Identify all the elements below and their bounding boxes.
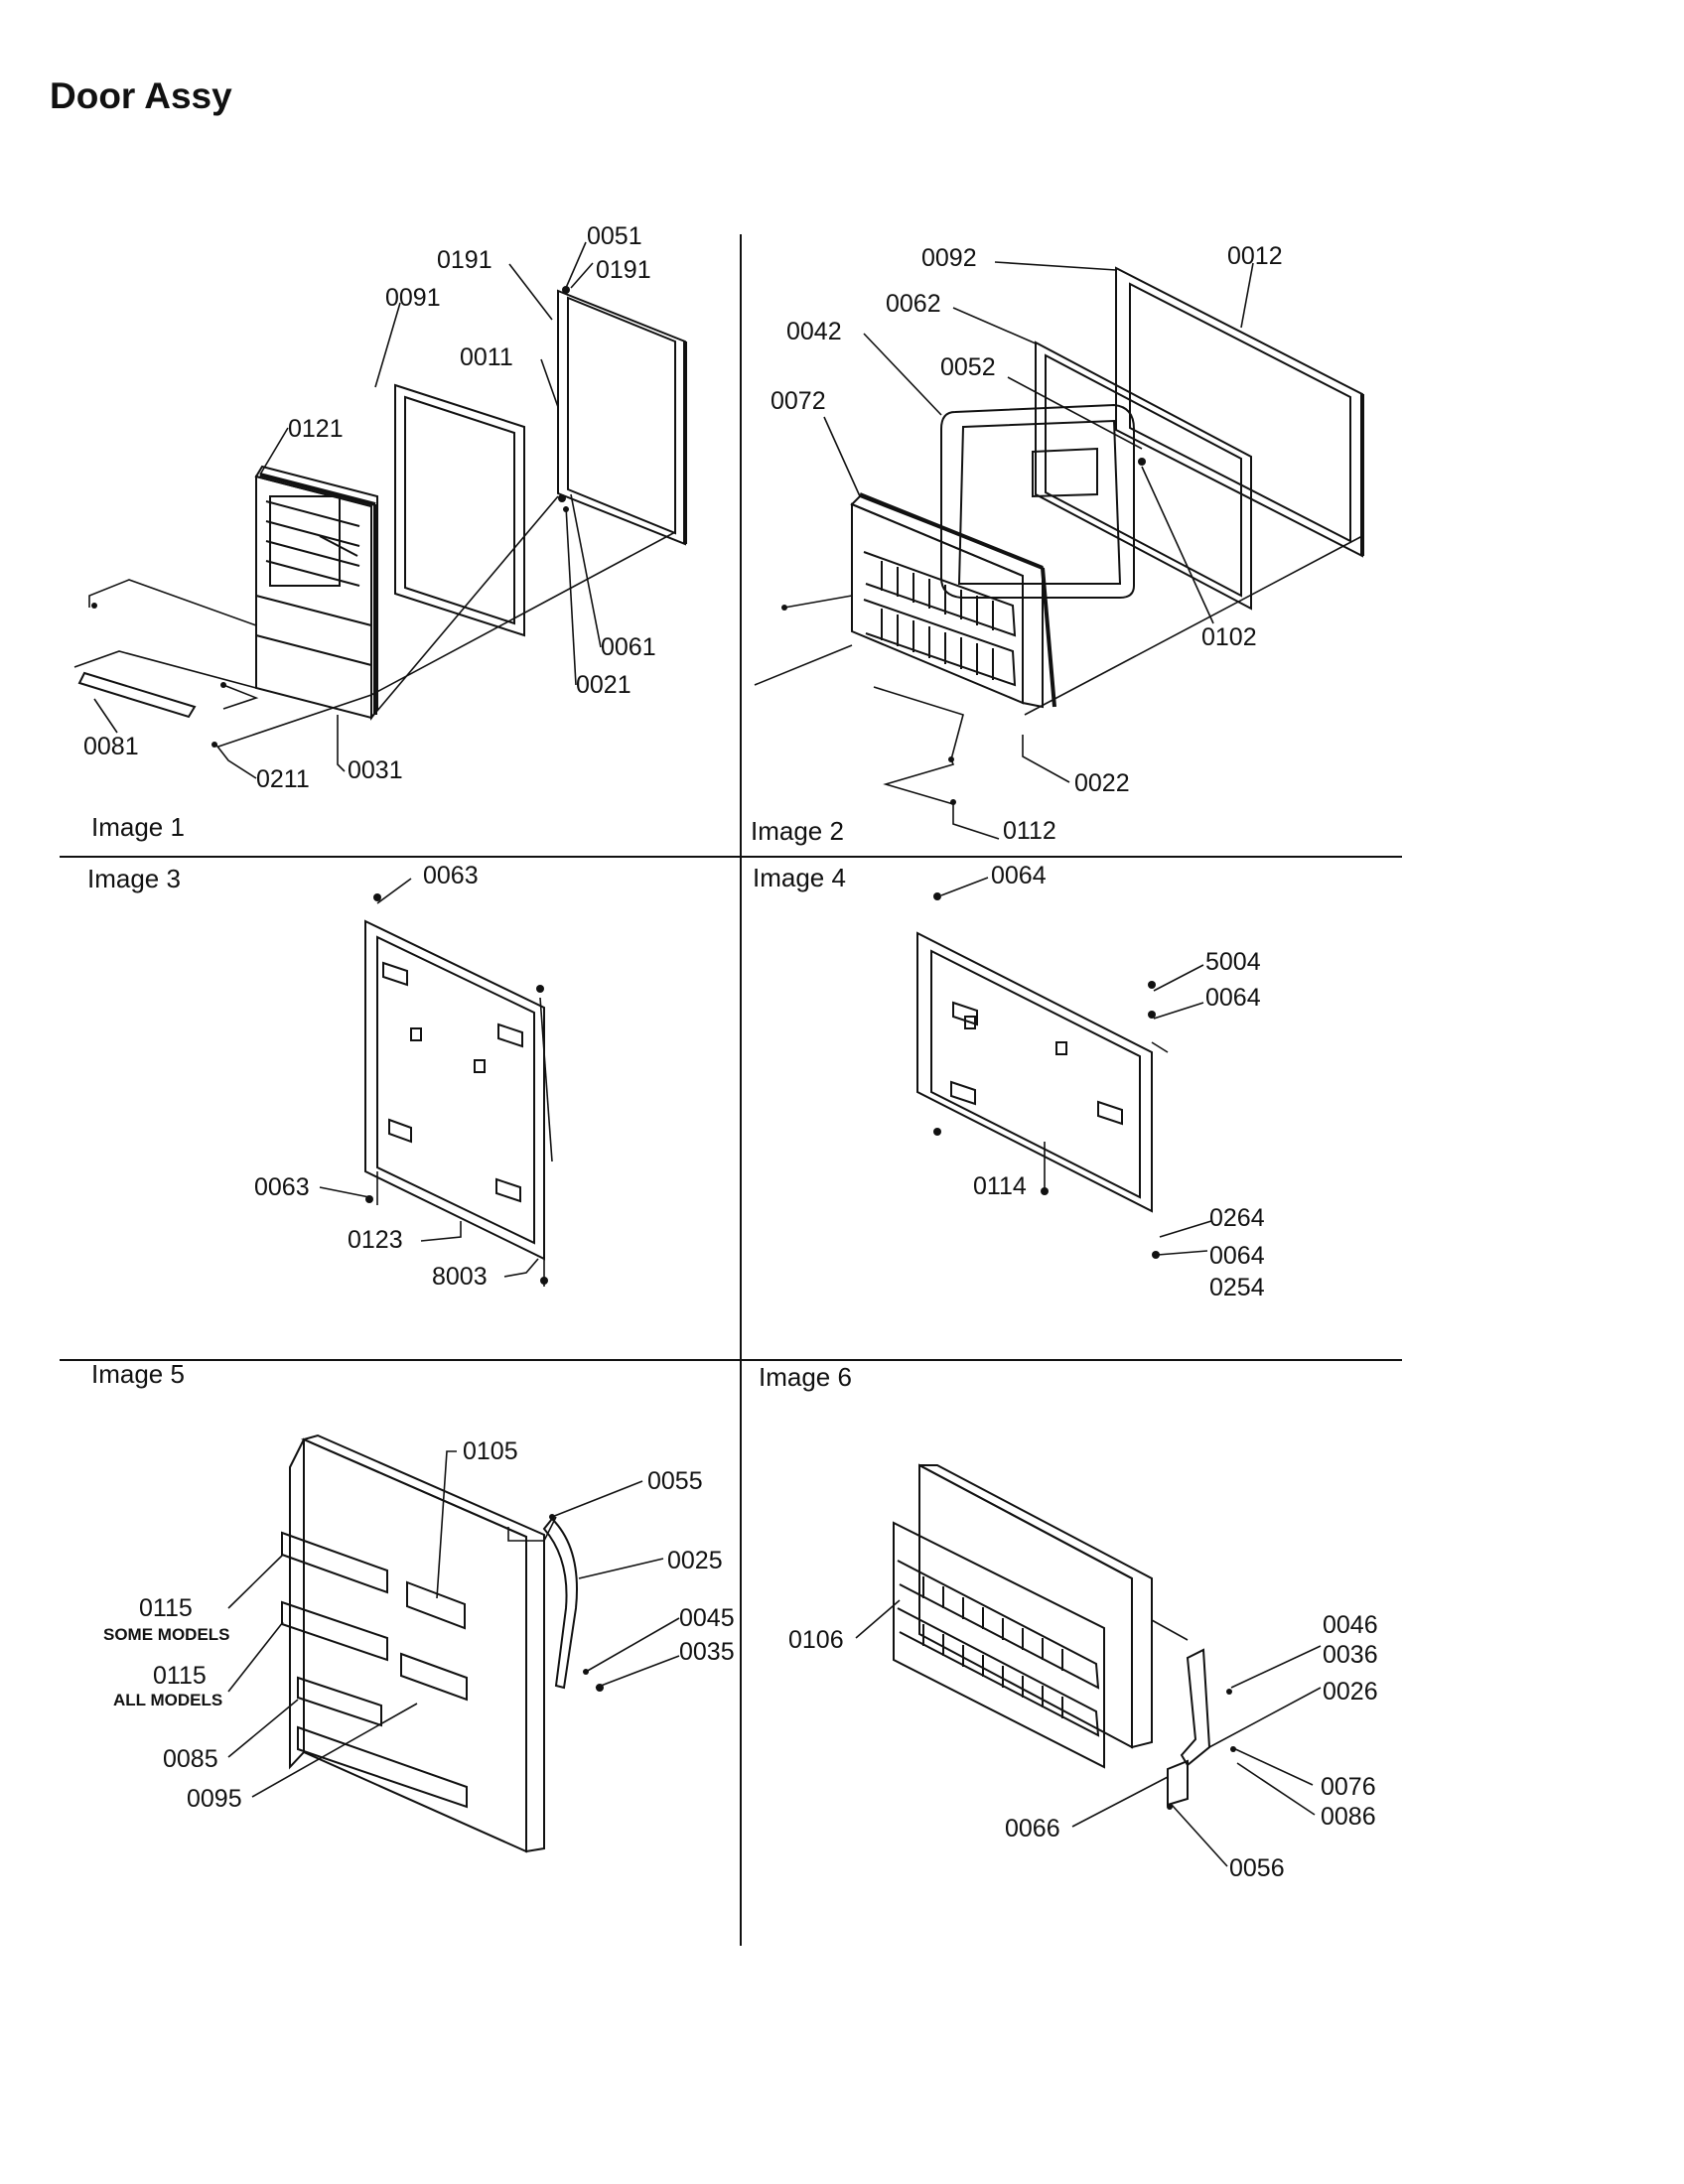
breaker-strip <box>940 403 1135 599</box>
image-caption: Image 3 <box>87 864 181 893</box>
door-panel <box>557 289 686 546</box>
freezer-door-frame <box>916 931 1153 1213</box>
part-label: 0063 <box>254 1173 310 1201</box>
part-label: 5004 <box>1205 948 1261 976</box>
part-label: 0072 <box>771 387 826 415</box>
part-label: 8003 <box>432 1263 488 1291</box>
part-label: 0051 <box>587 222 642 250</box>
part-label: 0022 <box>1074 769 1130 797</box>
part-label: 0064 <box>991 862 1047 889</box>
part-label: 0055 <box>647 1467 703 1495</box>
part-label: 0052 <box>940 353 996 381</box>
part-label: 0086 <box>1321 1803 1376 1831</box>
image-caption: Image 4 <box>753 863 846 892</box>
freezer-gasket <box>1035 341 1252 611</box>
part-label: 0064 <box>1205 984 1261 1012</box>
freezer-handle <box>1180 1648 1211 1767</box>
part-label: 0063 <box>423 862 479 889</box>
part-label: 0191 <box>437 246 492 274</box>
assembled-freezer-door <box>918 1463 1133 1749</box>
part-label: 0091 <box>385 284 441 312</box>
part-label: 0066 <box>1005 1815 1060 1843</box>
part-label: 0062 <box>886 290 941 318</box>
image-6-freezer-door-assembly: 0046 0036 0026 0106 0076 0086 0066 0056 … <box>759 1362 1378 1882</box>
part-label: 0064 <box>1209 1242 1265 1270</box>
part-label: 0105 <box>463 1437 518 1465</box>
part-label: 0056 <box>1229 1854 1285 1882</box>
part-label: 0114 <box>973 1172 1027 1200</box>
part-label: 0046 <box>1323 1611 1378 1639</box>
part-label: 0254 <box>1209 1274 1265 1301</box>
part-label: 0021 <box>576 671 632 699</box>
part-label: 0011 <box>460 343 513 371</box>
part-label: 0026 <box>1323 1678 1378 1706</box>
part-label: 0112 <box>1003 817 1056 845</box>
page-title: Door Assy <box>50 75 232 116</box>
image-4-freezer-door-frame: 0064 5004 0064 0114 0264 0064 0254 Image… <box>753 862 1265 1301</box>
part-label: 0081 <box>83 733 139 760</box>
part-label: 0076 <box>1321 1773 1376 1801</box>
part-label: 0115 <box>139 1594 193 1622</box>
part-label: 0031 <box>348 756 403 784</box>
part-label: 0264 <box>1209 1204 1265 1232</box>
part-label: 0121 <box>288 415 344 443</box>
image-1-fresh-food-door-parts: 0191 0051 0191 0091 0011 0121 0061 0021 … <box>73 222 687 842</box>
part-label: 0012 <box>1227 242 1283 270</box>
part-label: 0102 <box>1201 623 1257 651</box>
part-label: 0042 <box>786 318 842 345</box>
image-2-freezer-door-parts: 0092 0012 0062 0042 0052 0072 0102 0022 … <box>751 242 1364 846</box>
part-label: 0061 <box>601 633 656 661</box>
image-caption: Image 1 <box>91 812 185 842</box>
image-3-door-frame: 0063 0063 0123 8003 Image 3 <box>87 862 553 1291</box>
door-liner <box>255 475 372 720</box>
part-label: 0123 <box>348 1226 403 1254</box>
door-frame <box>364 919 545 1261</box>
part-label: 0211 <box>256 765 310 793</box>
part-label: 0035 <box>679 1638 735 1666</box>
image-caption: Image 5 <box>91 1359 185 1389</box>
trim-bar <box>77 671 197 719</box>
gasket <box>394 383 525 637</box>
part-label: 0036 <box>1323 1641 1378 1669</box>
part-label: 0115 <box>153 1662 207 1690</box>
part-label: 0106 <box>788 1626 844 1654</box>
image-caption: Image 2 <box>751 816 844 846</box>
part-label: 0092 <box>921 244 977 272</box>
model-note: ALL MODELS <box>113 1691 222 1709</box>
part-label: 0095 <box>187 1785 242 1813</box>
door-handle <box>542 1517 578 1690</box>
part-label: 0085 <box>163 1745 218 1773</box>
part-label: 0191 <box>596 256 651 284</box>
part-label: 0045 <box>679 1604 735 1632</box>
model-note: SOME MODELS <box>103 1625 230 1644</box>
image-5-fresh-food-door-assembly: 0105 0055 0025 0115 SOME MODELS 0045 003… <box>91 1359 735 1853</box>
part-label: 0025 <box>667 1547 723 1574</box>
image-caption: Image 6 <box>759 1362 852 1392</box>
